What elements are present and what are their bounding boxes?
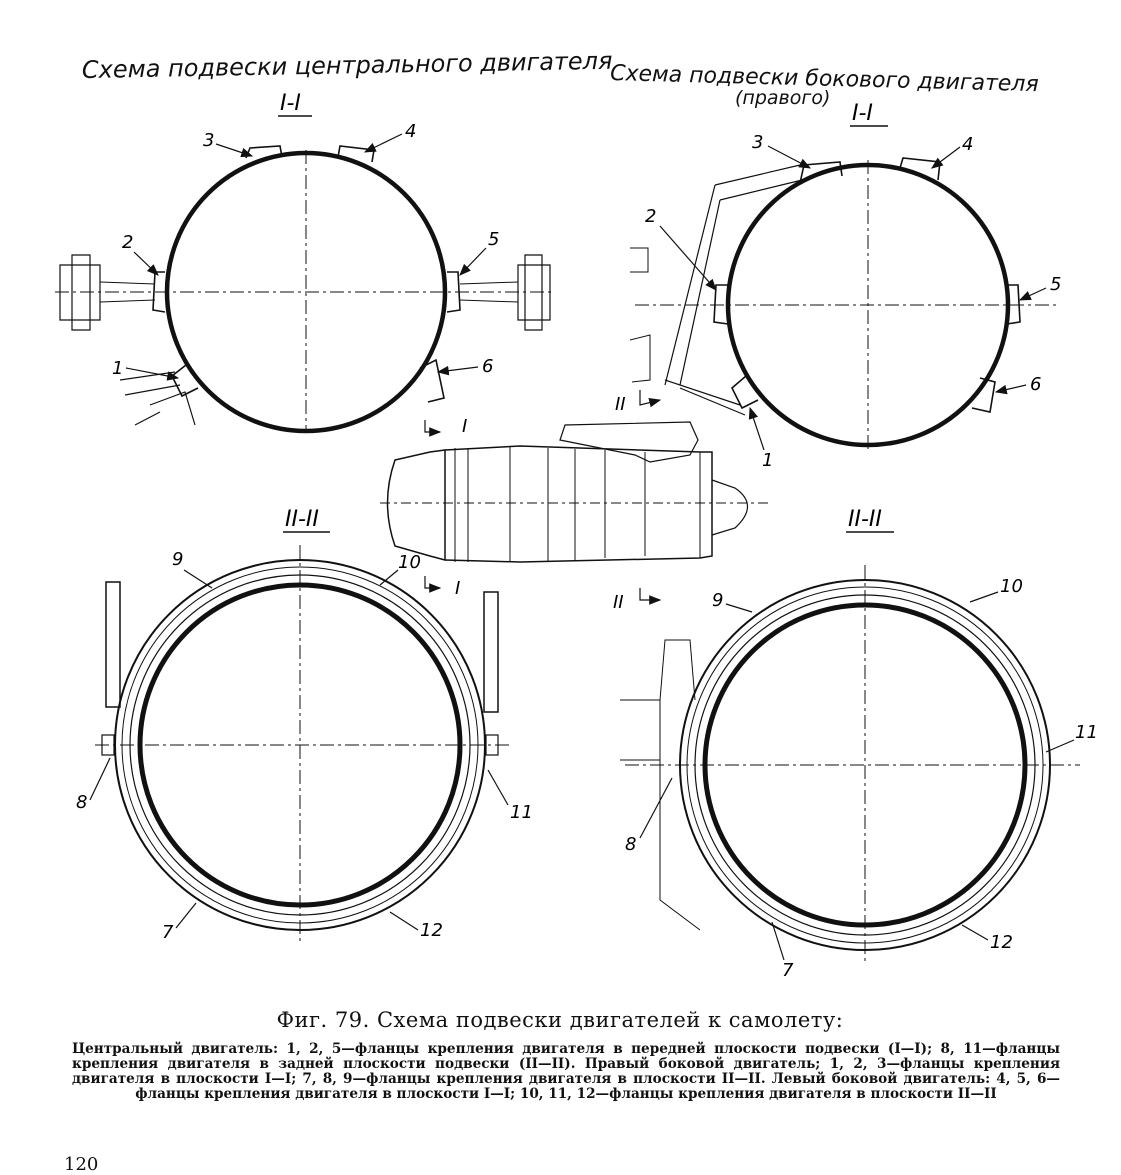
side-engine-section-II: 9 10 11 8 7 12 (620, 565, 1098, 981)
section-label-bottom-left: II-II (285, 507, 319, 532)
view-marker-II-bottom: II (613, 592, 624, 613)
central-engine-section-II: 9 10 8 11 7 12 (76, 545, 533, 945)
label-bl-7: 7 (162, 922, 174, 943)
label-tl-3: 3 (203, 130, 214, 151)
engine-side-view: I I II II (380, 390, 770, 613)
view-marker-I-bottom: I (455, 578, 460, 599)
central-engine-section-I: 3 4 2 5 1 6 (55, 121, 555, 434)
label-tl-5: 5 (488, 229, 499, 250)
label-tl-4: 4 (405, 121, 416, 142)
label-tr-5: 5 (1050, 274, 1061, 295)
label-br-7: 7 (782, 960, 794, 981)
label-tr-3: 3 (752, 132, 763, 153)
right-diagram-subtitle: (правого) (735, 87, 830, 109)
side-engine-section-I: 3 4 2 5 1 6 (629, 132, 1061, 471)
label-tr-4: 4 (962, 134, 973, 155)
label-bl-8: 8 (76, 792, 87, 813)
label-bl-11: 11 (510, 802, 533, 823)
section-label-bottom-right: II-II (848, 507, 882, 532)
label-bl-10: 10 (398, 552, 421, 573)
section-label-top-right: I-I (852, 101, 873, 126)
label-tl-2: 2 (122, 232, 133, 253)
section-label-top-left: I-I (280, 91, 301, 116)
left-diagram-title: Схема подвески центрального двигателя (82, 47, 613, 84)
page-number: 120 (64, 1154, 99, 1175)
figure-caption: Фиг. 79. Схема подвески двигателей к сам… (60, 1008, 1060, 1102)
view-marker-II-top: II (615, 394, 626, 415)
label-tl-6: 6 (482, 356, 493, 377)
label-tr-6: 6 (1030, 374, 1041, 395)
label-bl-12: 12 (420, 920, 443, 941)
label-tr-2: 2 (645, 206, 656, 227)
label-br-8: 8 (625, 834, 636, 855)
label-br-11: 11 (1075, 722, 1098, 743)
label-br-12: 12 (990, 932, 1013, 953)
label-br-9: 9 (712, 590, 723, 611)
figure-legend: Центральный двигатель: 1, 2, 5—фланцы кр… (72, 1041, 1060, 1102)
label-tr-1: 1 (762, 450, 773, 471)
label-br-10: 10 (1000, 576, 1023, 597)
view-marker-I-top: I (462, 416, 467, 437)
figure-title: Фиг. 79. Схема подвески двигателей к сам… (276, 1008, 844, 1032)
label-tl-1: 1 (112, 358, 123, 379)
label-bl-9: 9 (172, 549, 183, 570)
